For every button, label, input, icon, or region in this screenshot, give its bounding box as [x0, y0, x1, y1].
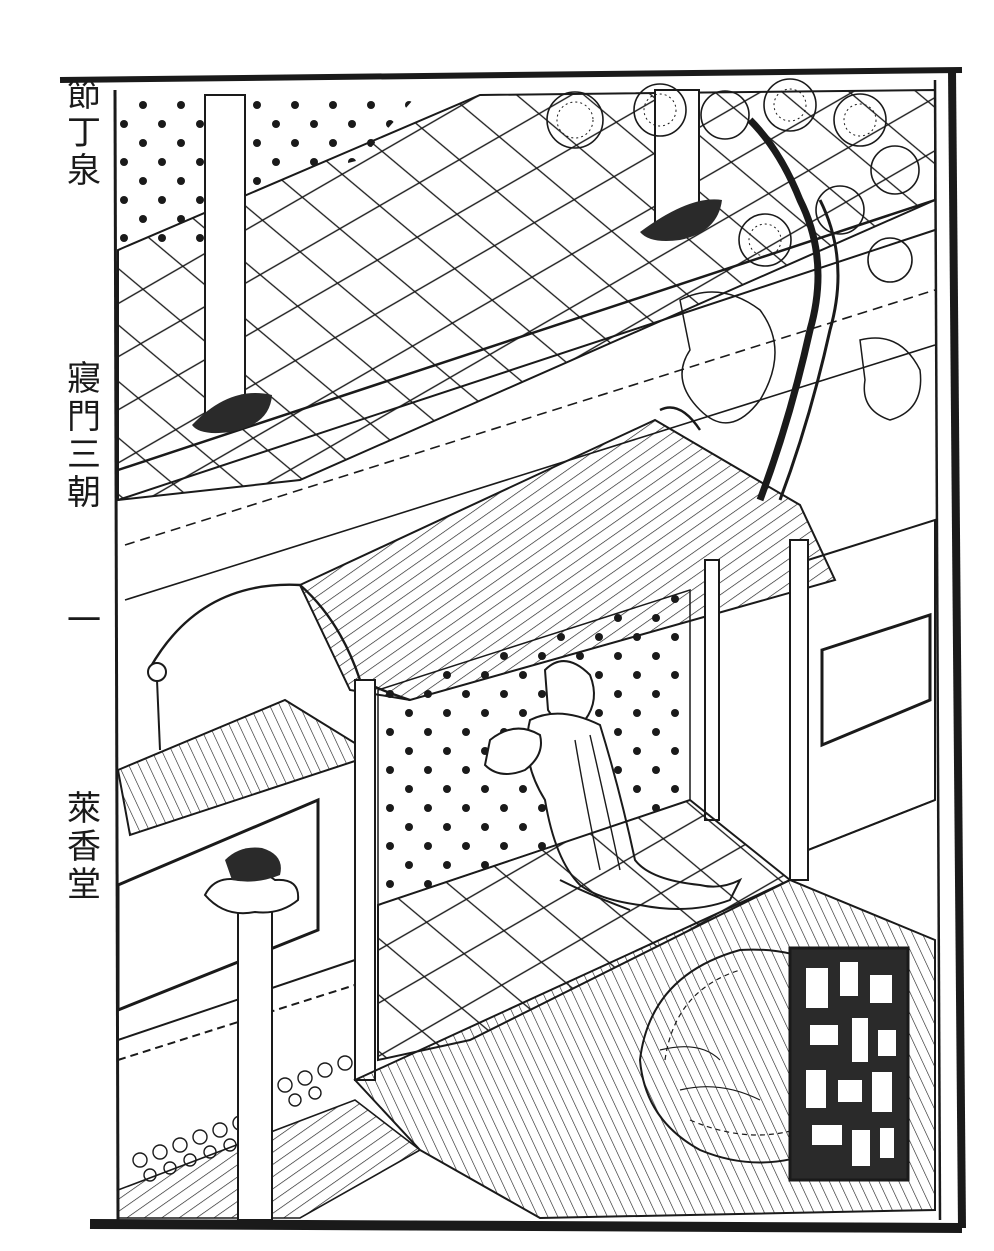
- margin-text-middle: 寢門三朝: [67, 359, 101, 513]
- cloud-balustrade: [132, 1055, 353, 1182]
- column-right: [640, 89, 722, 241]
- seal-icon: [788, 946, 910, 1182]
- column-left: [192, 94, 272, 434]
- left-wall: [116, 797, 356, 1061]
- margin-text-top: 節丁泉: [67, 75, 101, 191]
- cloud-finial-icon: [203, 847, 300, 1221]
- margin-text: 節丁泉 寢門三朝 一 萊香堂: [58, 78, 110, 1228]
- margin-text-numeral: 一: [67, 601, 101, 641]
- side-eave: [116, 698, 359, 837]
- margin-text-bottom: 萊香堂: [67, 789, 101, 905]
- hall-posts: [354, 539, 809, 1081]
- right-wall: [807, 518, 936, 852]
- hall-roof: [147, 406, 837, 751]
- pine-tree-icon: [546, 78, 922, 502]
- upper-terrace: [117, 88, 936, 601]
- border-frame: [59, 67, 966, 1233]
